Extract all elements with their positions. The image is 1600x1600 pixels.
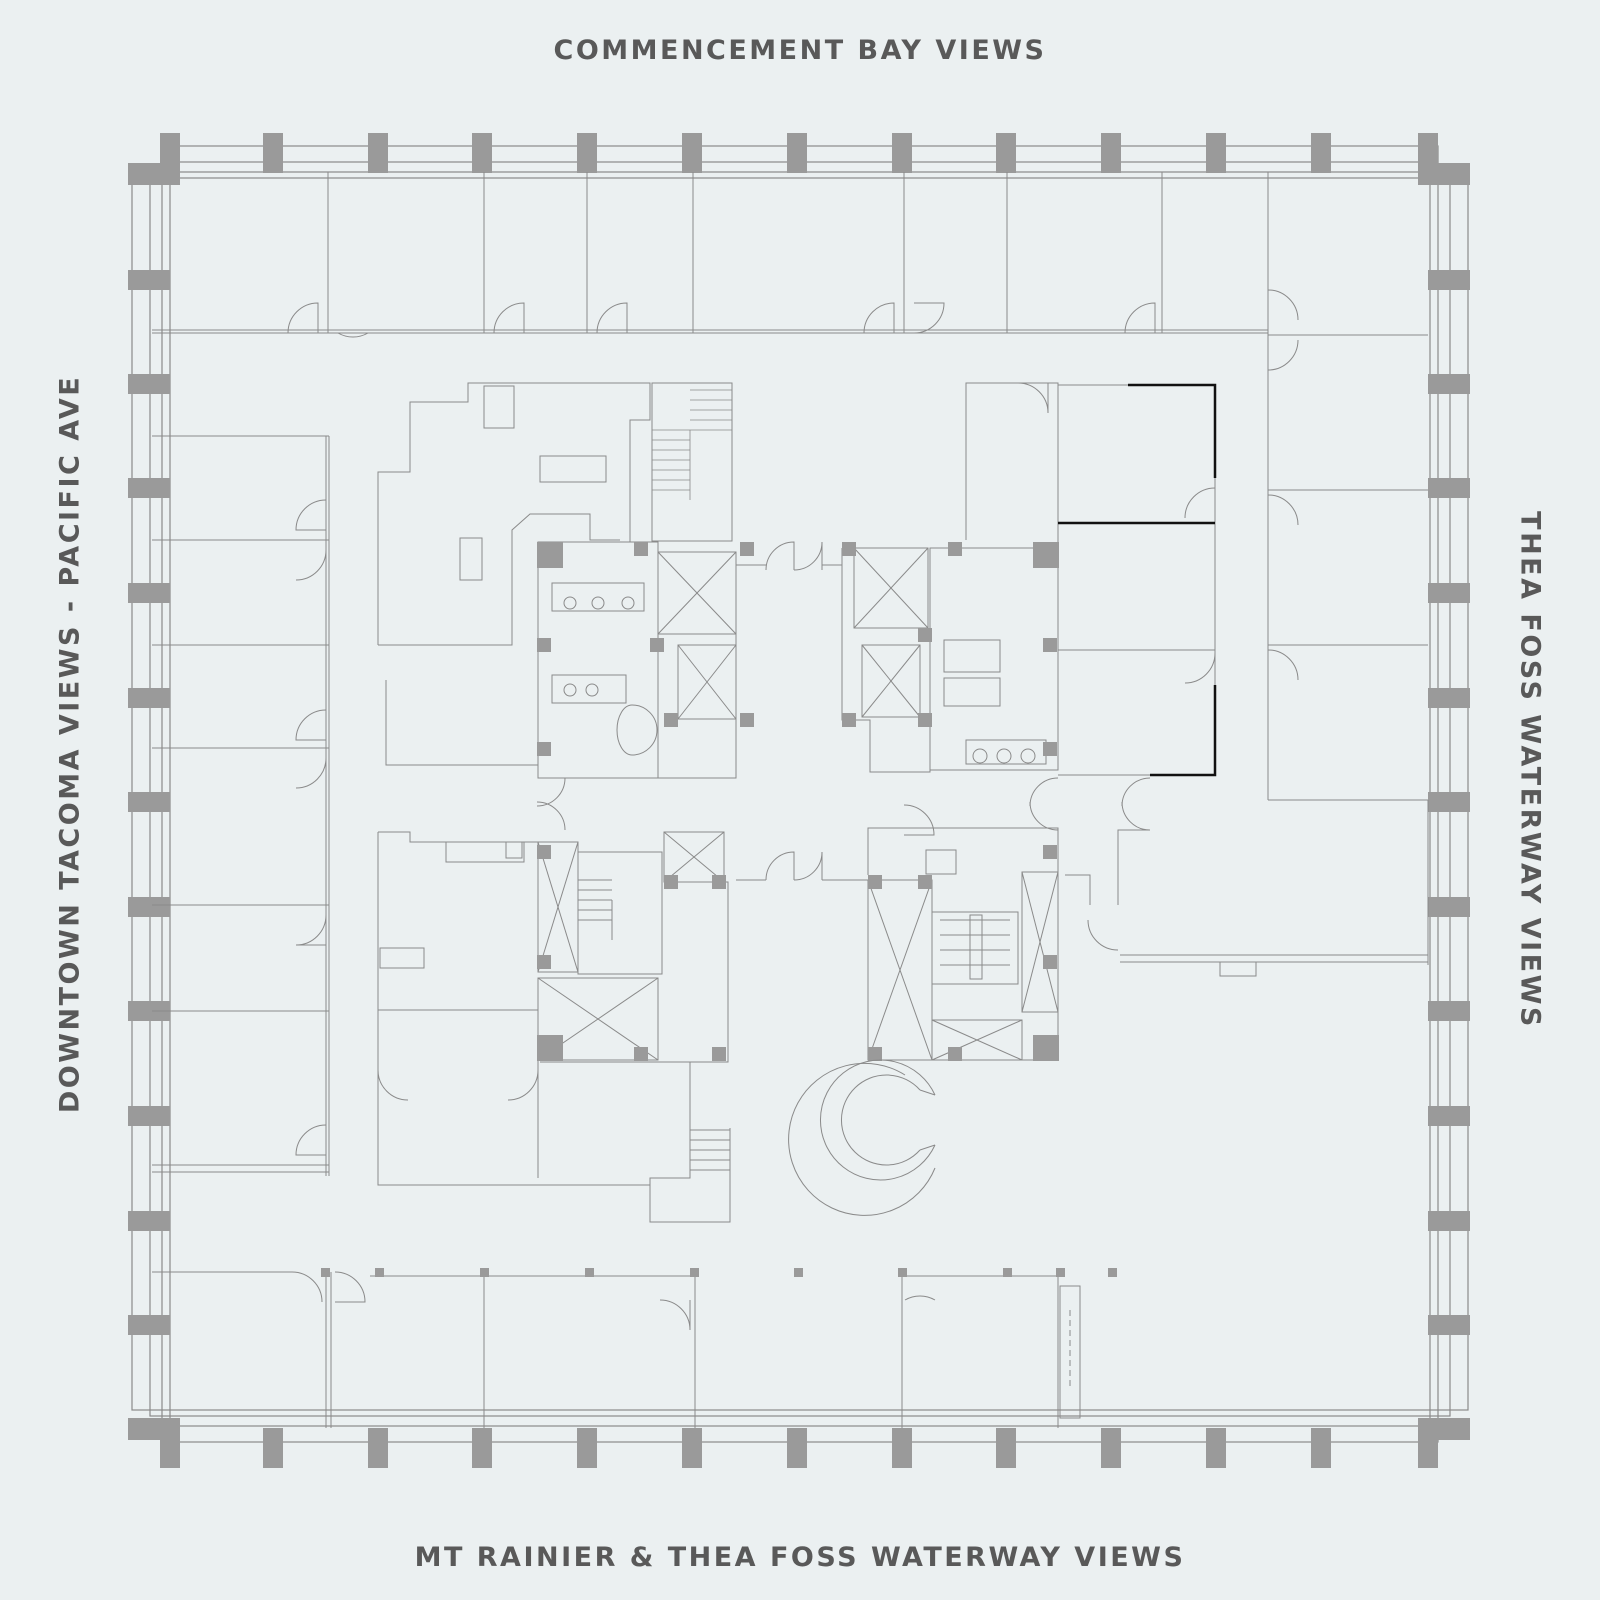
core-southwest [377, 831, 731, 1223]
corner-column [128, 163, 180, 185]
corner-column [128, 1418, 180, 1440]
north-office-row [152, 172, 1299, 800]
south-view-label: MT RAINIER & THEA FOSS WATERWAY VIEWS [414, 1542, 1186, 1573]
core-northwest [377, 382, 737, 779]
east-office-row [1120, 334, 1429, 977]
interior-column-group [321, 1268, 1117, 1277]
north-view-label: COMMENCEMENT BAY VIEWS [553, 35, 1047, 66]
west-office-row [152, 435, 330, 1176]
corner-column [1418, 1418, 1470, 1440]
corner-column [1418, 163, 1470, 185]
curved-reception-desk [788, 1059, 936, 1216]
perimeter-column-group [128, 133, 1470, 1468]
highlighted-suite-walls [1058, 383, 1217, 777]
corridor-door-swings [536, 541, 1151, 881]
core-northeast [841, 382, 1216, 776]
core-column-group [537, 542, 1059, 1061]
core-southeast [867, 804, 1150, 1061]
south-office-row [152, 1271, 1081, 1428]
